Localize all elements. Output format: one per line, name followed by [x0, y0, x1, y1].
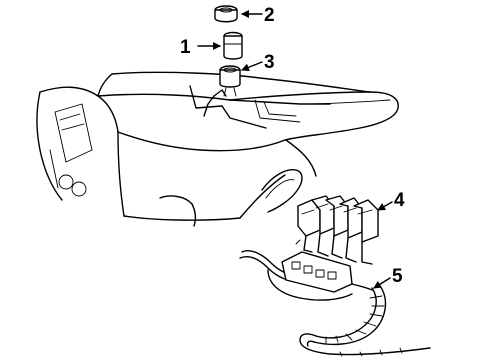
callout-4-label: 4 — [394, 190, 405, 211]
callout-5: 5 — [373, 266, 403, 289]
part-2-cap — [214, 5, 238, 23]
part-1-lighter-element — [223, 31, 243, 60]
part-5-wiring-harness — [239, 250, 431, 357]
callout-2: 2 — [241, 5, 275, 26]
part-4-relay-block — [295, 195, 379, 265]
callout-5-label: 5 — [392, 266, 403, 287]
callout-3-label: 3 — [264, 52, 275, 73]
callout-4: 4 — [377, 190, 405, 211]
dashboard-outline — [36, 71, 399, 227]
callout-1: 1 — [180, 37, 221, 58]
part-3-socket — [219, 65, 241, 97]
callout-2-label: 2 — [264, 5, 275, 26]
callout-3: 3 — [241, 52, 275, 73]
callout-1-label: 1 — [180, 37, 191, 58]
